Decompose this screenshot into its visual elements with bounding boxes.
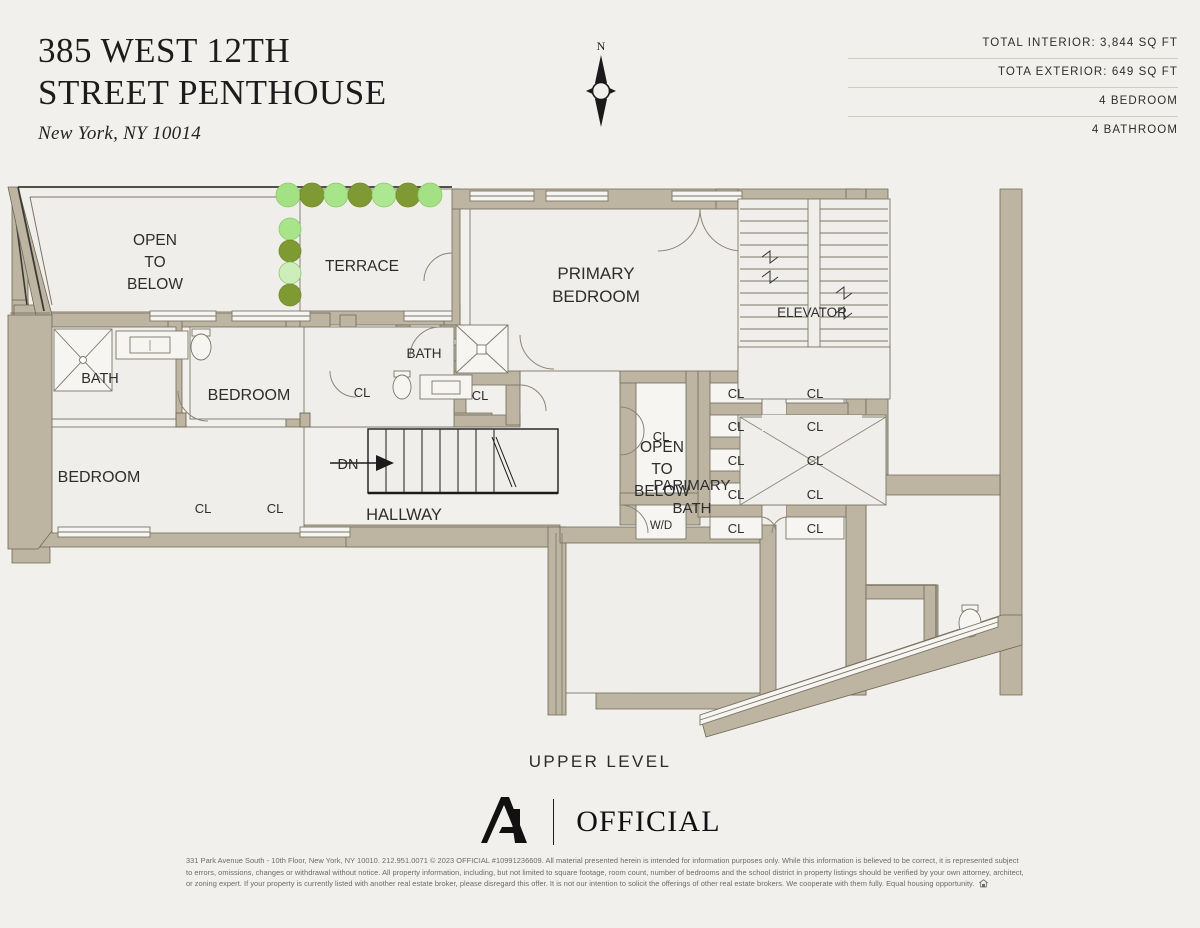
- stairs-down: [330, 428, 559, 495]
- title-block: 385 WEST 12TH STREET PENTHOUSE New York,…: [38, 30, 558, 145]
- spec-total-interior: TOTAL INTERIOR: 3,844 SQ FT: [848, 30, 1178, 59]
- label-open-to-below-top-3: BELOW: [127, 276, 183, 293]
- label-open-to-below-bottom-2: TO: [651, 461, 672, 478]
- page-title-line-2: STREET PENTHOUSE: [38, 73, 387, 112]
- compass-north-label: N: [596, 39, 606, 53]
- label-closet: CL: [728, 487, 745, 502]
- label-closet: CL: [728, 386, 745, 401]
- legal-disclaimer: 331 Park Avenue South - 10th Floor, New …: [186, 855, 1026, 892]
- legal-text: 331 Park Avenue South - 10th Floor, New …: [186, 856, 1024, 889]
- equal-housing-opportunity-icon: [978, 879, 990, 892]
- label-hallway: HALLWAY: [366, 506, 442, 524]
- bath-center-fixtures: [392, 324, 509, 400]
- plan-geometry: [7, 182, 999, 726]
- label-bedroom-upper: BEDROOM: [208, 387, 291, 404]
- label-closet: CL: [807, 487, 824, 502]
- label-bedroom-lower: BEDROOM: [58, 469, 141, 486]
- brand-lockup: OFFICIAL: [0, 793, 1200, 851]
- label-closet: CL: [653, 429, 670, 444]
- floor-plan: OPEN TO BELOW TERRACE PRIMARY BEDROOM BA…: [0, 175, 1200, 755]
- compass-rose-icon: [570, 55, 632, 132]
- compass: N: [570, 40, 632, 132]
- label-closet: CL: [728, 521, 745, 536]
- closet-bank-left: [635, 382, 687, 494]
- label-closet: CL: [728, 453, 745, 468]
- brand-divider: [553, 799, 555, 845]
- label-bath-left: BATH: [81, 371, 119, 387]
- label-open-to-below-top-1: OPEN: [133, 232, 177, 249]
- label-open-to-below-bottom-3: BELOW: [634, 483, 690, 500]
- label-closet: CL: [807, 419, 824, 434]
- spec-bathroom-count: 4 BATHROOM: [1091, 124, 1178, 136]
- page-subtitle-location: New York, NY 10014: [38, 123, 202, 144]
- stair-core-right: [737, 198, 891, 400]
- label-bath-center: BATH: [406, 346, 441, 361]
- label-primary-bedroom-1: PRIMARY: [557, 264, 634, 283]
- room-labels: OPEN TO BELOW TERRACE PRIMARY BEDROOM BA…: [58, 232, 847, 536]
- label-primary-bath-1: PARIMARY: [654, 477, 731, 494]
- terrace-planters: [275, 182, 443, 307]
- label-stairs-down: DN: [338, 457, 359, 473]
- level-label: UPPER LEVEL: [528, 752, 672, 771]
- label-primary-bath-2: BATH: [673, 500, 712, 517]
- elevator-shaft: [737, 414, 887, 506]
- label-closet: CL: [195, 501, 212, 516]
- label-closet: CL: [807, 453, 824, 468]
- label-closet: CL: [267, 501, 284, 516]
- label-elevator: ELEVATOR: [777, 305, 847, 320]
- bath-left-fixtures: [53, 328, 212, 392]
- label-closet: CL: [472, 388, 489, 403]
- label-closet: CL: [807, 521, 824, 536]
- page-title-line-1: 385 WEST 12TH: [38, 31, 291, 70]
- brand-name: OFFICIAL: [576, 805, 721, 838]
- label-closet: CL: [807, 386, 824, 401]
- spec-bedroom-count: 4 BEDROOM: [848, 88, 1178, 117]
- official-a-logo-icon: [479, 795, 531, 850]
- label-open-to-below-bottom-1: OPEN: [640, 439, 684, 456]
- spec-total-exterior: TOTA EXTERIOR: 649 SQ FT: [848, 59, 1178, 88]
- label-washer-dryer: W/D: [650, 520, 672, 532]
- label-primary-bedroom-2: BEDROOM: [552, 287, 640, 306]
- header: 385 WEST 12TH STREET PENTHOUSE New York,…: [0, 0, 1200, 190]
- label-closet: CL: [728, 419, 745, 434]
- specs-list: TOTAL INTERIOR: 3,844 SQ FT TOTA EXTERIO…: [848, 30, 1178, 145]
- label-closet: CL: [354, 385, 371, 400]
- label-open-to-below-top-2: TO: [144, 254, 165, 271]
- label-terrace: TERRACE: [325, 258, 399, 275]
